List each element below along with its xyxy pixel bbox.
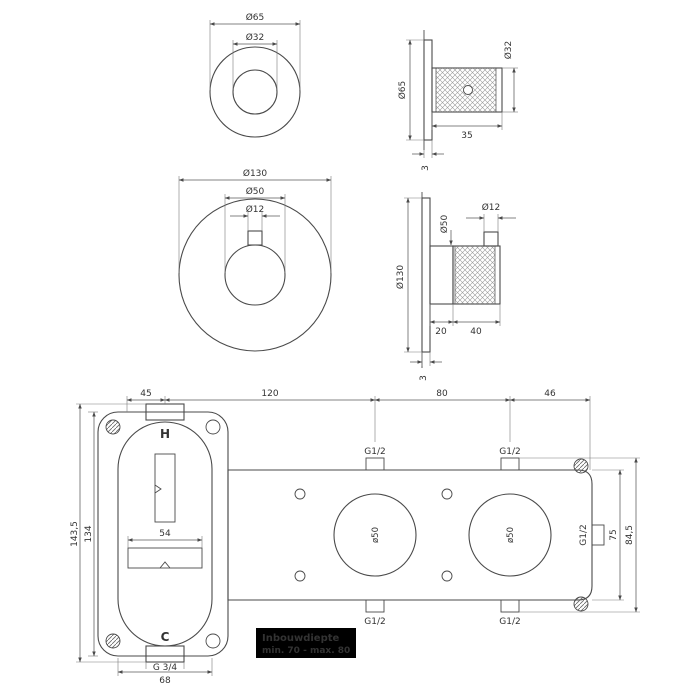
dim-label-trim-stem-dia: Ø12 (246, 204, 265, 215)
stem (483, 231, 499, 247)
dim-label-supply-width: 68 (159, 676, 171, 685)
dim-label-plate-dia: Ø130 (395, 265, 406, 290)
dim-label-body-dia: Ø50 (439, 214, 450, 233)
trim-front-view: Ø130 Ø50 Ø12 (178, 168, 332, 352)
depth-label-box (256, 628, 356, 658)
outlet-stub (365, 599, 385, 613)
dim-label-valve1-dia: ø50 (371, 527, 381, 543)
outlet-stub-right (591, 524, 605, 546)
set-screw (463, 85, 473, 95)
valve-circle-2 (468, 493, 552, 577)
dim-label-valve2-dia: ø50 (506, 527, 516, 543)
outlet-stub (365, 457, 385, 471)
trim-side-view: Ø12 Ø50 Ø130 20 40 3 (395, 192, 516, 381)
slot-notch (159, 561, 171, 569)
outlet-stub (500, 599, 520, 613)
screw-icon (105, 419, 121, 435)
thread-label-top-1: G1/2 (364, 447, 385, 457)
depth-label-title: Inbouwdiepte (262, 633, 340, 644)
depth-label: Inbouwdiepte min. 70 - max. 80 (256, 628, 356, 658)
depth-label-range: min. 70 - max. 80 (262, 646, 350, 656)
thread-label-bottom-2: G1/2 (499, 617, 520, 627)
dim-label-len-knurl: 40 (470, 327, 482, 337)
horizontal-slot (127, 547, 203, 569)
dim-label-handle-outer-dia: Ø65 (246, 12, 265, 23)
handle-front-view: Ø65 Ø32 (209, 12, 301, 138)
screw-icon (573, 596, 589, 612)
handle-outer-circle (209, 46, 301, 138)
dim-label-handle-inner-dia: Ø32 (246, 32, 265, 43)
screw-icon (573, 458, 589, 474)
dim-label-len-smooth: 20 (435, 327, 447, 337)
dim-label-left-outer: 143,5 (70, 521, 80, 547)
handle-side-view: Ø65 Ø32 35 3 (397, 30, 518, 171)
vertical-slot (154, 453, 176, 523)
bottom-supply-tab (145, 645, 185, 663)
dim-label-handle-dia: Ø32 (503, 41, 514, 60)
thread-label-bottom-1: G1/2 (364, 617, 385, 627)
thread-label-right: G1/2 (579, 524, 589, 545)
rough-in-view: H C 54 ø50 ø50 G1/2 G1/2 G (70, 389, 640, 686)
mounting-screws (105, 419, 589, 649)
outlet-stub (500, 457, 520, 471)
dim-label-left-inner: 134 (84, 525, 94, 542)
dim-label-handle-length: 35 (461, 131, 472, 141)
dim-label-plate-dia: Ø65 (397, 81, 408, 100)
dim-label-top-1: 45 (140, 389, 151, 399)
dim-label-right-outer: 84,5 (625, 525, 635, 545)
thread-label-top-2: G1/2 (499, 447, 520, 457)
cold-label: C (161, 630, 170, 644)
screw-hole (205, 419, 221, 435)
dim-label-stem-dia: Ø12 (482, 202, 501, 213)
extension-lines (127, 536, 203, 548)
dim-label-trim-body-dia: Ø50 (246, 186, 265, 197)
extension-lines (209, 20, 301, 90)
dim-label-plate-thickness: 3 (421, 165, 431, 171)
dim-label-trim-plate-dia: Ø130 (243, 168, 268, 179)
screw-icon (105, 633, 121, 649)
valve-circle-1 (333, 493, 417, 577)
fixing-holes (294, 488, 453, 582)
handle-inner-circle (232, 69, 278, 115)
slot-notch (154, 484, 162, 494)
trim-stem (247, 230, 263, 246)
dim-label-slot-width: 54 (159, 529, 171, 539)
dim-label-top-2: 120 (261, 389, 278, 399)
hot-label: H (160, 427, 170, 441)
knurled-grip (454, 245, 496, 305)
dim-label-top-3: 80 (436, 389, 448, 399)
screw-hole (205, 633, 221, 649)
dim-label-right-inner: 75 (609, 529, 619, 540)
thread-label-supply: G 3/4 (153, 663, 178, 673)
dim-label-top-4: 46 (544, 389, 556, 399)
dim-label-plate-thickness: 3 (419, 375, 429, 381)
